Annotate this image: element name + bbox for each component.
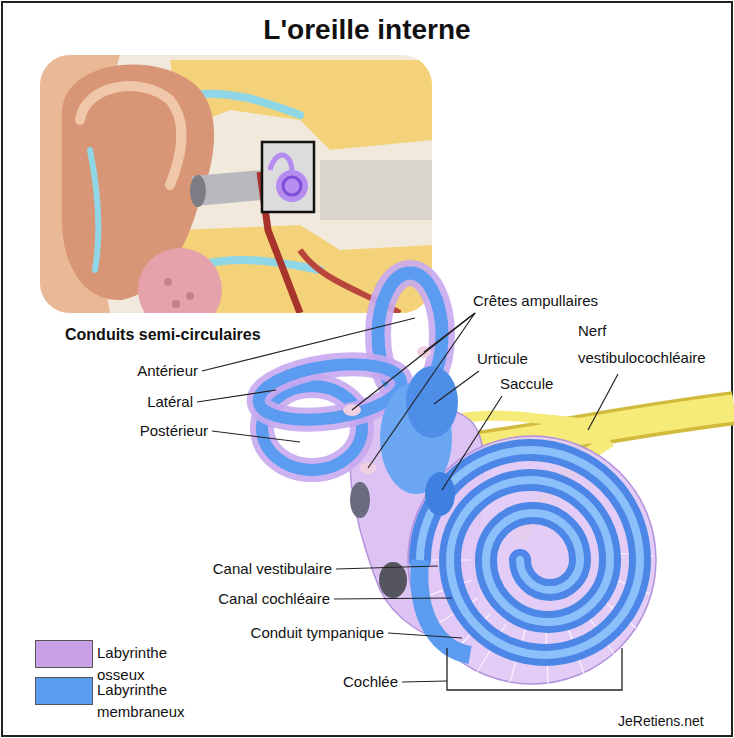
leader-line	[442, 396, 502, 490]
cochlea-bracket	[447, 648, 622, 690]
legend-label: Labyrinthe membraneux	[97, 679, 209, 723]
leader-line	[197, 390, 276, 402]
legend-swatch	[35, 677, 93, 705]
leader-line	[424, 313, 475, 352]
part-label: Saccule	[500, 375, 553, 393]
group-heading: Conduits semi-circulaires	[65, 326, 261, 344]
leader-line	[336, 566, 438, 569]
part-label: Latéral	[147, 393, 193, 411]
leader-line	[212, 431, 300, 442]
diagram-title: L'oreille interne	[0, 13, 734, 47]
part-label: Urticule	[477, 350, 528, 368]
part-label: Cochlée	[343, 673, 398, 691]
leader-line	[434, 371, 479, 404]
cochlear-duct-highlight	[420, 450, 640, 655]
part-label: Canal cochléaire	[218, 590, 330, 608]
ear-overview	[40, 55, 432, 313]
part-label: Antérieur	[137, 362, 198, 380]
leader-line	[402, 681, 447, 682]
legend-label: Labyrinthe osseux	[97, 642, 209, 686]
leader-line	[588, 374, 618, 430]
legend-row: Labyrinthe membraneux	[35, 677, 295, 717]
legend-row: Labyrinthe osseux	[35, 640, 295, 680]
saccule	[425, 472, 455, 516]
part-label: Postérieur	[140, 422, 208, 440]
part-label: Nerf vestibulocochléaire	[578, 317, 728, 371]
leader-line	[368, 313, 475, 468]
leader-line	[352, 313, 475, 410]
watermark: JeRetiens.net	[618, 712, 704, 730]
part-label: Crêtes ampullaires	[473, 292, 598, 310]
oval-window	[350, 482, 370, 518]
part-label: Canal vestibulaire	[213, 560, 332, 578]
part-label: Conduit tympanique	[251, 624, 384, 642]
cochlear-base	[419, 560, 470, 655]
legend-swatch	[35, 640, 93, 668]
cochlea-bone	[408, 436, 656, 684]
cochlear-duct	[420, 450, 640, 655]
leader-line	[388, 633, 462, 638]
leader-line	[202, 318, 415, 371]
leader-line	[334, 598, 452, 599]
